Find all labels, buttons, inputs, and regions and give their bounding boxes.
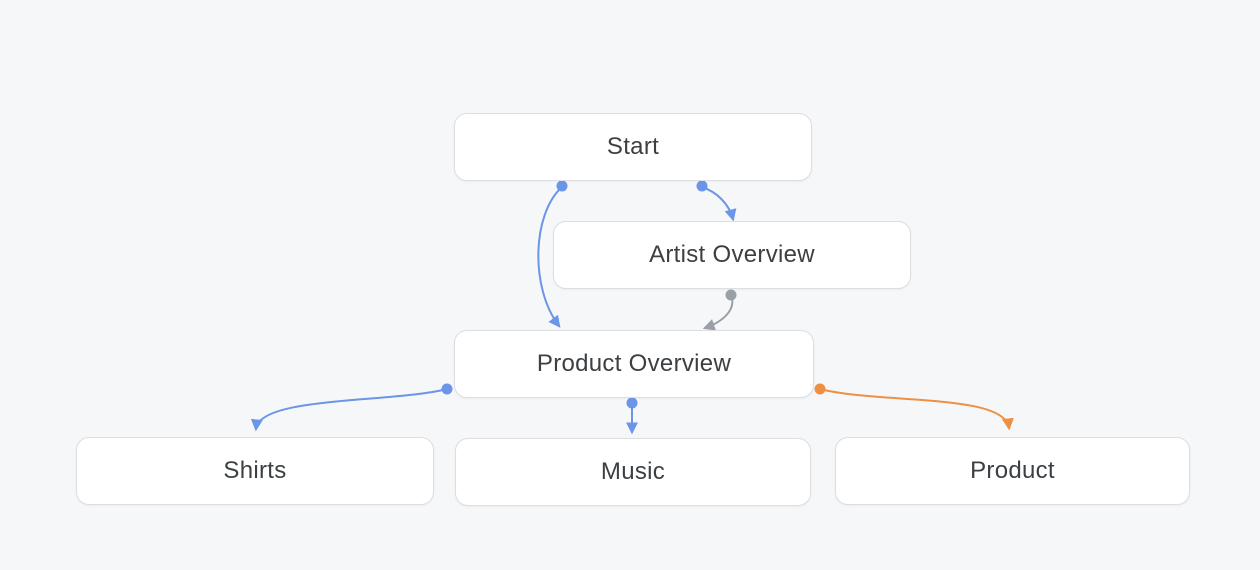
edge-start-to-product-overview	[537, 180, 568, 328]
edge-start-to-artist-overview	[696, 180, 737, 222]
edge-path[interactable]	[701, 186, 737, 222]
edge-source-handle[interactable]	[725, 289, 737, 301]
node-product[interactable]: Product	[835, 437, 1190, 505]
node-artist-overview[interactable]: Artist Overview	[553, 221, 911, 289]
edge-path[interactable]	[537, 186, 563, 328]
node-label: Product Overview	[536, 350, 732, 377]
node-shirts[interactable]: Shirts	[76, 437, 434, 505]
edge-path[interactable]	[819, 388, 1014, 431]
edge-product-overview-to-product	[814, 383, 1014, 431]
edge-product-overview-to-music	[626, 397, 638, 435]
node-label: Artist Overview	[649, 241, 815, 268]
edge-path[interactable]	[702, 294, 734, 331]
node-label: Music	[600, 458, 666, 485]
node-music[interactable]: Music	[455, 438, 811, 506]
edge-source-handle[interactable]	[626, 397, 638, 409]
edge-path[interactable]	[250, 388, 448, 432]
edge-source-handle[interactable]	[556, 180, 568, 192]
node-start[interactable]: Start	[454, 113, 812, 181]
edge-product-overview-to-shirts	[250, 383, 453, 432]
edge-source-handle[interactable]	[814, 383, 826, 395]
edge-source-handle[interactable]	[441, 383, 453, 395]
edge-source-handle[interactable]	[696, 180, 708, 192]
node-product-overview[interactable]: Product Overview	[454, 330, 814, 398]
node-label: Shirts	[223, 457, 287, 484]
node-label: Product	[970, 457, 1055, 484]
node-label: Start	[606, 133, 660, 160]
edge-artist-overview-to-product-overview	[702, 289, 737, 331]
